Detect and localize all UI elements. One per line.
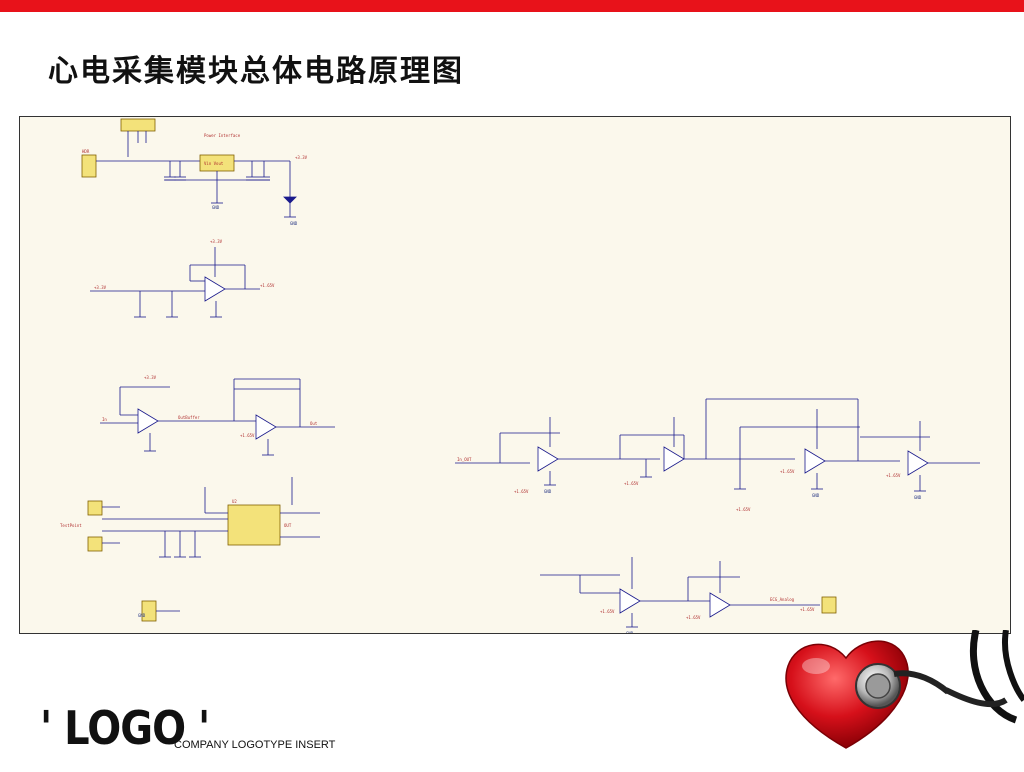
company-logo: ' LOGO ' COMPANY LOGOTYPE INSERT [40,703,335,756]
svg-text:U2: U2 [232,499,237,504]
svg-text:+3.3V: +3.3V [210,239,223,244]
svg-text:In_OUT: In_OUT [457,457,472,462]
svg-text:GND: GND [812,493,820,498]
schematic-drawing: Power Interface Vin Vout +3.3V HDR +3.3V… [60,118,980,634]
top-accent-bar [0,0,1024,12]
svg-text:+1.65V: +1.65V [514,489,529,494]
svg-text:Vin Vout: Vin Vout [204,161,224,166]
svg-text:GND: GND [626,631,634,634]
svg-text:+3.3V: +3.3V [295,155,308,160]
svg-text:+1.65V: +1.65V [600,609,615,614]
svg-text:+1.65V: +1.65V [780,469,795,474]
slide-title: 心电采集模块总体电路原理图 [48,54,464,89]
svg-text:+1.65V: +1.65V [260,283,275,288]
svg-text:+1.65V: +1.65V [800,607,815,612]
logo-mark: ' LOGO ' [40,702,210,756]
svg-text:+3.3V: +3.3V [94,285,107,290]
heart-stethoscope-icon [785,629,1024,749]
svg-text:OutBuffer: OutBuffer [178,415,200,420]
svg-text:GND: GND [138,613,146,618]
svg-text:Out: Out [310,421,318,426]
heart-stethoscope-image [776,629,1024,768]
svg-text:+1.65V: +1.65V [686,615,701,620]
svg-text:+1.65V: +1.65V [240,433,255,438]
svg-text:GND: GND [544,489,552,494]
svg-text:OUT: OUT [284,523,292,528]
svg-text:+3.3V: +3.3V [144,375,157,380]
svg-text:+1.65V: +1.65V [624,481,639,486]
svg-text:In: In [102,417,107,422]
logo-tagline: COMPANY LOGOTYPE INSERT [174,739,336,751]
svg-text:+1.65V: +1.65V [736,507,751,512]
svg-text:ECG_Analog: ECG_Analog [770,597,795,602]
ecg-circuit-schematic: Power Interface Vin Vout +3.3V HDR +3.3V… [19,116,1011,634]
svg-text:HDR: HDR [82,149,90,154]
svg-text:TestPoint: TestPoint [60,523,82,528]
svg-text:Power Interface: Power Interface [204,133,241,138]
svg-text:GND: GND [914,495,922,500]
svg-text:+1.65V: +1.65V [886,473,901,478]
svg-text:GND: GND [212,205,220,210]
svg-text:GND: GND [290,221,298,226]
